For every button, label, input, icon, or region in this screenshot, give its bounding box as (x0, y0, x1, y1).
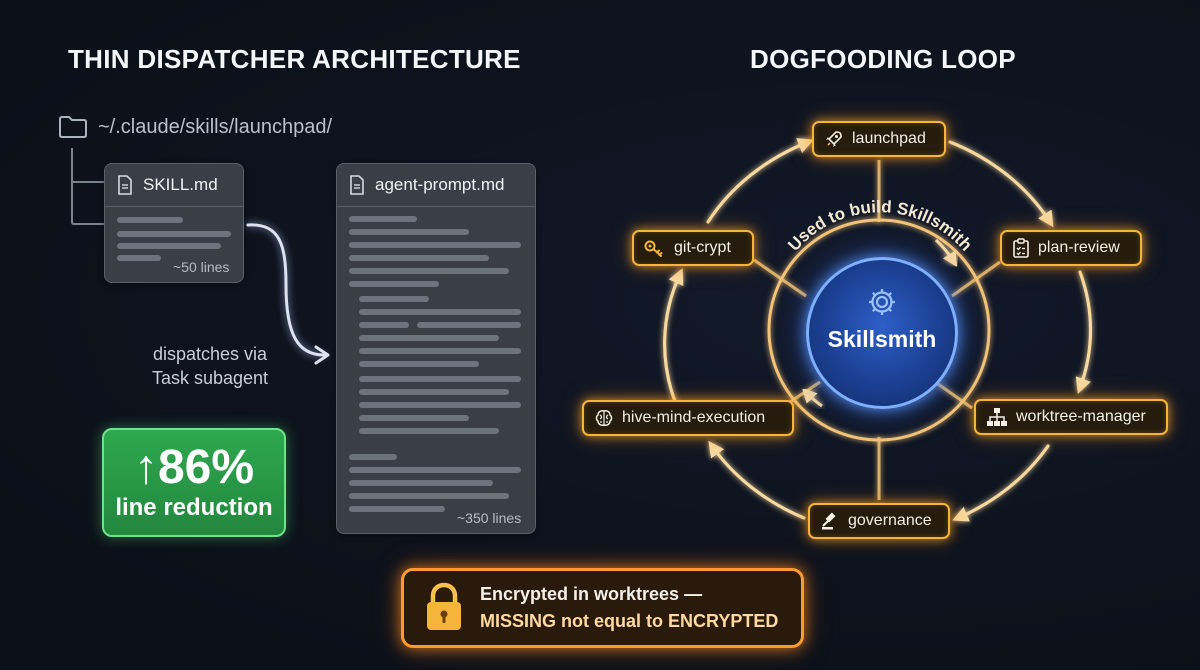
left-section-title: THIN DISPATCHER ARCHITECTURE (68, 44, 521, 74)
node-label: worktree-manager (1016, 408, 1146, 425)
loop-diagram: Used to build Skillsmith (663, 138, 1093, 522)
skill-file-card[interactable]: SKILL.md ~50 lines (104, 163, 244, 283)
skill-file-name: SKILL.md (143, 175, 218, 194)
dispatch-label-line-1: dispatches via (152, 344, 268, 364)
text-line (349, 493, 509, 499)
key-icon (644, 240, 663, 257)
tree-connector (71, 148, 106, 225)
text-line (359, 415, 469, 421)
text-line (117, 231, 231, 237)
dispatch-label: dispatches via Task subagent (140, 342, 280, 390)
stat-label: line reduction (115, 494, 273, 521)
warning-line-2: MISSING not equal to ENCRYPTED (480, 611, 779, 631)
agent-line-count: ~350 lines (457, 510, 522, 526)
text-line (359, 361, 479, 367)
gavel-icon (822, 512, 836, 530)
node-label: plan-review (1038, 239, 1120, 256)
dispatch-arrow (246, 223, 330, 365)
gear-icon (869, 289, 895, 315)
document-icon (118, 175, 132, 195)
hierarchy-icon (987, 408, 1007, 426)
text-line (359, 389, 509, 395)
stat-value: ↑86% (104, 440, 284, 495)
text-line (359, 309, 521, 315)
text-line (349, 242, 521, 248)
lock-icon (427, 582, 461, 630)
text-line (349, 268, 509, 274)
text-line (349, 216, 417, 222)
text-line (117, 255, 161, 261)
hub-label: Skillsmith (827, 326, 937, 352)
text-line (349, 480, 493, 486)
skillsmith-hub[interactable]: Skillsmith (806, 257, 958, 409)
text-line (359, 296, 429, 302)
node-plan-review[interactable]: plan-review (1000, 230, 1142, 266)
text-line (349, 454, 397, 460)
inner-ring (767, 218, 991, 442)
node-label: git-crypt (674, 239, 731, 256)
arc-caption: Used to build Skillsmith (784, 197, 976, 254)
text-line (417, 322, 521, 328)
stat-number: 86% (157, 441, 255, 494)
text-line (359, 335, 499, 341)
node-worktree-manager[interactable]: worktree-manager (974, 399, 1168, 435)
text-line (359, 402, 521, 408)
text-line (349, 506, 445, 512)
line-reduction-stat-card: ↑86% line reduction (102, 428, 286, 537)
text-line (349, 467, 521, 473)
text-line (359, 322, 409, 328)
text-line (359, 428, 499, 434)
warning-line-1: Encrypted in worktrees — (480, 584, 703, 604)
text-line (349, 229, 469, 235)
node-label: launchpad (852, 130, 926, 147)
folder-icon (59, 116, 87, 138)
text-line (359, 376, 521, 382)
skill-line-count: ~50 lines (173, 259, 230, 275)
text-line (349, 255, 489, 261)
agent-file-name: agent-prompt.md (375, 175, 505, 194)
node-label: governance (848, 512, 932, 529)
node-label: hive-mind-execution (622, 409, 766, 426)
node-launchpad[interactable]: launchpad (812, 121, 946, 157)
up-arrow-icon: ↑ (133, 441, 158, 494)
text-line (359, 348, 521, 354)
dispatch-label-line-2: Task subagent (151, 368, 269, 388)
brain-icon (595, 410, 613, 426)
text-line (117, 243, 221, 249)
skill-file-header (105, 164, 243, 207)
encryption-warning-banner: Encrypted in worktrees — MISSING not equ… (401, 568, 804, 648)
agent-prompt-file-card[interactable]: agent-prompt.md ~350 lines (336, 163, 536, 534)
rocket-icon (826, 131, 842, 147)
text-line (349, 281, 439, 287)
node-governance[interactable]: governance (808, 503, 950, 539)
agent-file-header (337, 164, 535, 207)
text-line (117, 217, 183, 223)
right-section-title: DOGFOODING LOOP (750, 44, 1016, 74)
clipboard-icon (1013, 238, 1029, 258)
folder-path: ~/.claude/skills/launchpad/ (98, 116, 333, 138)
document-icon (350, 175, 364, 195)
node-hive-mind-execution[interactable]: hive-mind-execution (582, 400, 794, 436)
node-git-crypt[interactable]: git-crypt (632, 230, 754, 266)
